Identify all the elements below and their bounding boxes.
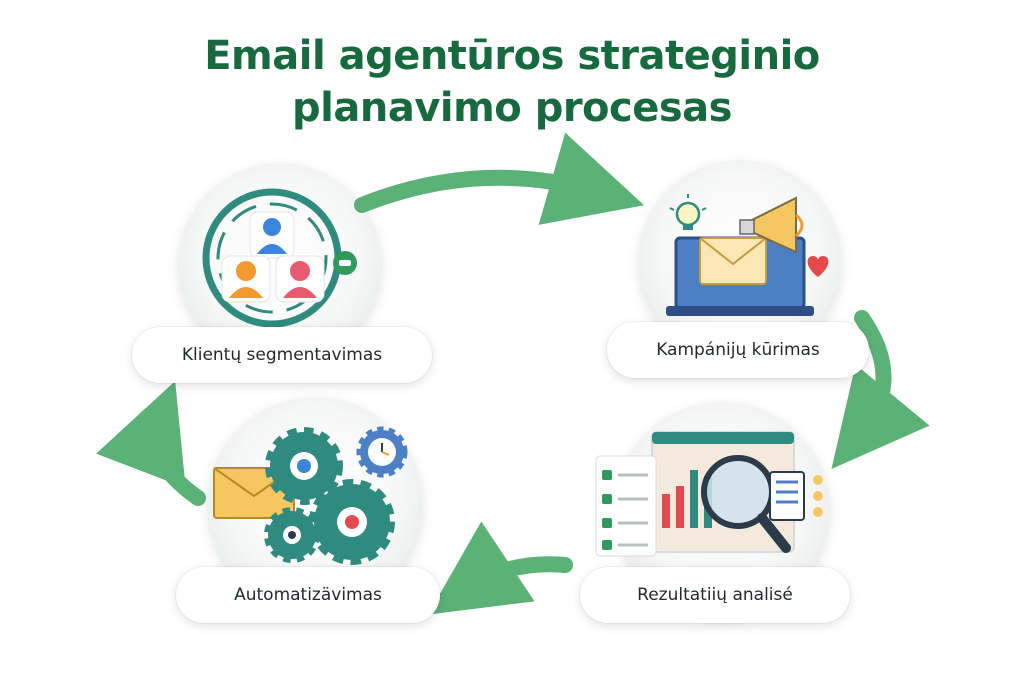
- campaign-creation-icon: [666, 194, 829, 316]
- step-label-analysis: Rezultatiių analisé: [580, 567, 850, 623]
- step-label-text: Automatizävimas: [234, 585, 382, 605]
- step-label-text: Klientų segmentavimas: [181, 345, 383, 365]
- arrow-bottom: [428, 521, 573, 615]
- step-label-text: Rezultatiių analisé: [637, 585, 793, 605]
- step-label-automation: Automatizävimas: [176, 567, 440, 623]
- cycle-arrows: [96, 132, 930, 615]
- automation-gears-icon: [213, 426, 408, 565]
- arrow-left: [96, 381, 206, 506]
- title-line-2: planavimo procesas: [292, 85, 732, 131]
- step-label-campaign: Kampánijų kūrimas: [607, 322, 869, 378]
- step-label-segmentation: Klientų segmentavimas: [132, 327, 432, 383]
- arrow-top: [354, 132, 645, 225]
- title-line-1: Email agentūros strateginio: [204, 33, 820, 79]
- step-label-text: Kampánijų kūrimas: [656, 340, 820, 360]
- page-title: Email agentūros strateginio planavimo pr…: [0, 30, 1024, 134]
- results-analysis-icon: [595, 431, 823, 557]
- customer-segmentation-icon: [202, 188, 357, 328]
- arrow-right: [831, 310, 930, 470]
